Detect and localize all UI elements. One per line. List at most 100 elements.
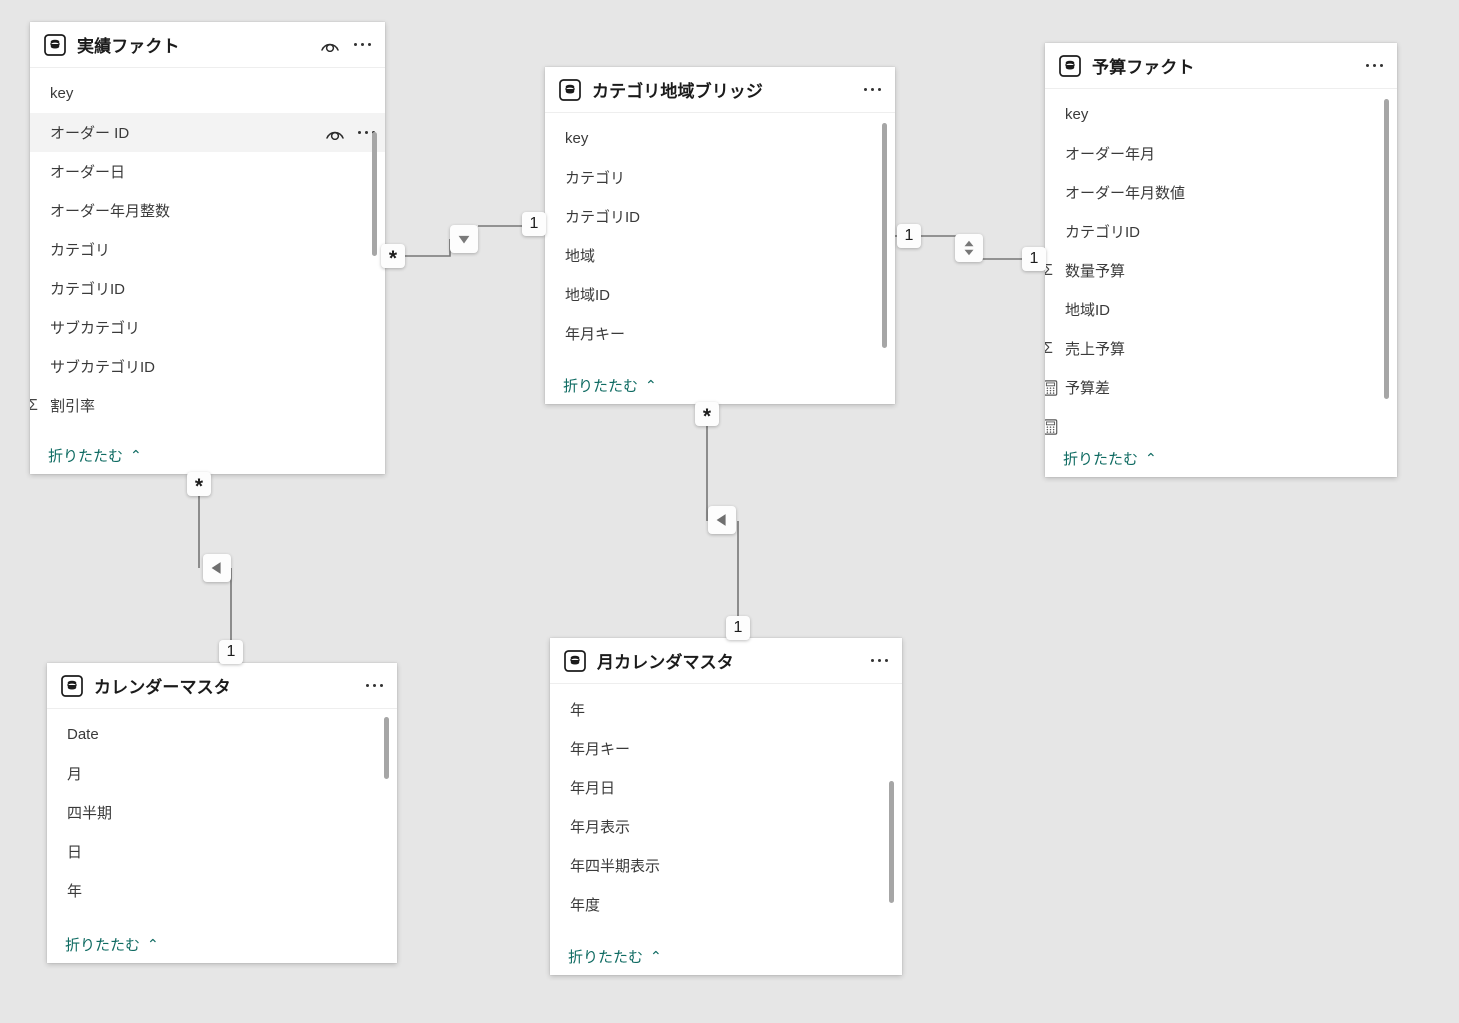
field-list-scrollbar[interactable] [1384, 99, 1389, 399]
cardinality-one-badge[interactable]: 1 [897, 224, 921, 248]
field-label: オーダー年月整数 [50, 203, 171, 220]
cardinality-one-badge[interactable]: 1 [1022, 247, 1046, 271]
field-label: 年四半期表示 [570, 858, 661, 875]
field-row[interactable]: 年 [550, 690, 902, 729]
table-header-yosan-fact[interactable]: 予算ファクト [1045, 43, 1397, 89]
table-title: 実績ファクト [77, 37, 180, 56]
field-row[interactable]: 年月表示 [550, 807, 902, 846]
cross-filter-both-arrow[interactable] [955, 234, 983, 262]
field-row[interactable]: カテゴリID [30, 269, 385, 308]
field-label: オーダー ID [50, 125, 130, 142]
field-row[interactable]: オーダー年月整数 [30, 191, 385, 230]
collapse-button-jisseki-fact[interactable]: 折りたたむ⌃ [30, 436, 385, 474]
field-row[interactable]: カテゴリID [545, 197, 895, 236]
field-row[interactable]: 年 [47, 871, 397, 910]
field-label: key [1065, 106, 1089, 123]
field-label: カテゴリID [50, 281, 126, 298]
table-header-category-region-bridge[interactable]: カテゴリ地域ブリッジ [545, 67, 895, 113]
field-row[interactable] [1045, 407, 1397, 439]
collapse-button-calendar-master[interactable]: 折りたたむ⌃ [47, 925, 397, 963]
collapse-button-month-calendar-master[interactable]: 折りたたむ⌃ [550, 937, 902, 975]
field-row[interactable]: 年四半期表示 [550, 846, 902, 885]
field-list-scrollbar[interactable] [372, 132, 377, 256]
field-row[interactable]: 四半期 [47, 793, 397, 832]
field-row[interactable]: key [30, 74, 385, 113]
cross-filter-down-arrow[interactable] [450, 225, 478, 253]
field-list-jisseki-fact[interactable]: key オーダー ID オーダー日オーダー年月整数カテゴリカテゴリID サブカテゴリサ… [30, 68, 385, 436]
field-row[interactable]: Date [47, 715, 397, 754]
field-label: 年月表示 [570, 819, 631, 836]
table-card-jisseki-fact[interactable]: 実績ファクト key オーダー ID オーダー日オーダー年月整数カテゴリカテゴリID サ… [30, 22, 385, 474]
field-row[interactable]: 年月日 [550, 768, 902, 807]
field-row[interactable]: 地域 [545, 236, 895, 275]
field-row[interactable]: オーダー年月 [1045, 134, 1397, 173]
field-row[interactable]: 年度 [550, 885, 902, 924]
field-row[interactable]: オーダー ID [30, 113, 385, 152]
cardinality-many-badge[interactable]: * [187, 472, 211, 497]
cardinality-many-badge[interactable]: * [381, 244, 405, 269]
field-label: サブカテゴリID [50, 359, 156, 376]
field-row[interactable]: オーダー年月数値 [1045, 173, 1397, 212]
field-list-scrollbar[interactable] [384, 717, 389, 779]
field-list-scrollbar[interactable] [882, 123, 887, 348]
sum-aggregate-icon: Σ [1045, 261, 1053, 279]
collapse-label: 折りたたむ [48, 447, 124, 465]
field-row[interactable]: カテゴリ [30, 230, 385, 269]
table-more-options-icon[interactable] [365, 679, 383, 693]
table-header-month-calendar-master[interactable]: 月カレンダマスタ [550, 638, 902, 684]
table-more-options-icon[interactable] [863, 83, 881, 97]
field-row[interactable]: 地域ID [1045, 290, 1397, 329]
collapse-button-yosan-fact[interactable]: 折りたたむ⌃ [1045, 439, 1397, 477]
chevron-up-icon: ⌃ [147, 935, 159, 952]
cardinality-many-badge[interactable]: * [695, 402, 719, 427]
collapse-button-category-region-bridge[interactable]: 折りたたむ⌃ [545, 366, 895, 404]
table-hide-icon[interactable] [320, 38, 340, 52]
field-row[interactable]: オーダー日 [30, 152, 385, 191]
field-row[interactable]: key [545, 119, 895, 158]
sum-aggregate-icon: Σ [30, 396, 38, 414]
field-list-scrollbar[interactable] [889, 781, 894, 903]
cross-filter-left-arrow[interactable] [708, 506, 736, 534]
field-row[interactable]: key [1045, 95, 1397, 134]
cross-filter-left-arrow[interactable] [203, 554, 231, 582]
cardinality-one-badge[interactable]: 1 [522, 212, 546, 236]
field-hide-icon[interactable] [325, 126, 345, 140]
field-row[interactable]: サブカテゴリID [30, 347, 385, 386]
field-row[interactable]: サブカテゴリ [30, 308, 385, 347]
field-row[interactable]: 年月キー [545, 314, 895, 353]
field-row[interactable]: 月 [47, 754, 397, 793]
table-more-options-icon[interactable] [870, 654, 888, 668]
field-row[interactable]: カテゴリID [1045, 212, 1397, 251]
table-header-jisseki-fact[interactable]: 実績ファクト [30, 22, 385, 68]
cardinality-one-badge[interactable]: 1 [726, 616, 750, 640]
table-database-icon [1059, 54, 1081, 77]
chevron-up-icon: ⌃ [1145, 449, 1157, 466]
field-label: 地域ID [565, 287, 611, 304]
field-label: key [565, 130, 589, 147]
table-header-calendar-master[interactable]: カレンダーマスタ [47, 663, 397, 709]
field-label: 年 [570, 702, 586, 719]
table-header-actions [870, 654, 888, 668]
table-more-options-icon[interactable] [1365, 59, 1383, 73]
table-card-month-calendar-master[interactable]: 月カレンダマスタ年年月キー年月日年月表示年四半期表示年度折りたたむ⌃ [550, 638, 902, 975]
field-row[interactable]: 予算差 [1045, 368, 1397, 407]
field-row[interactable]: 年月キー [550, 729, 902, 768]
field-row[interactable]: 日 [47, 832, 397, 871]
table-database-icon [61, 674, 83, 697]
field-row[interactable]: カテゴリ [545, 158, 895, 197]
field-list-month-calendar-master[interactable]: 年年月キー年月日年月表示年四半期表示年度 [550, 684, 902, 937]
table-header-actions [1365, 59, 1383, 73]
table-more-options-icon[interactable] [353, 38, 371, 52]
cardinality-one-badge[interactable]: 1 [219, 640, 243, 664]
field-row[interactable]: 地域ID [545, 275, 895, 314]
